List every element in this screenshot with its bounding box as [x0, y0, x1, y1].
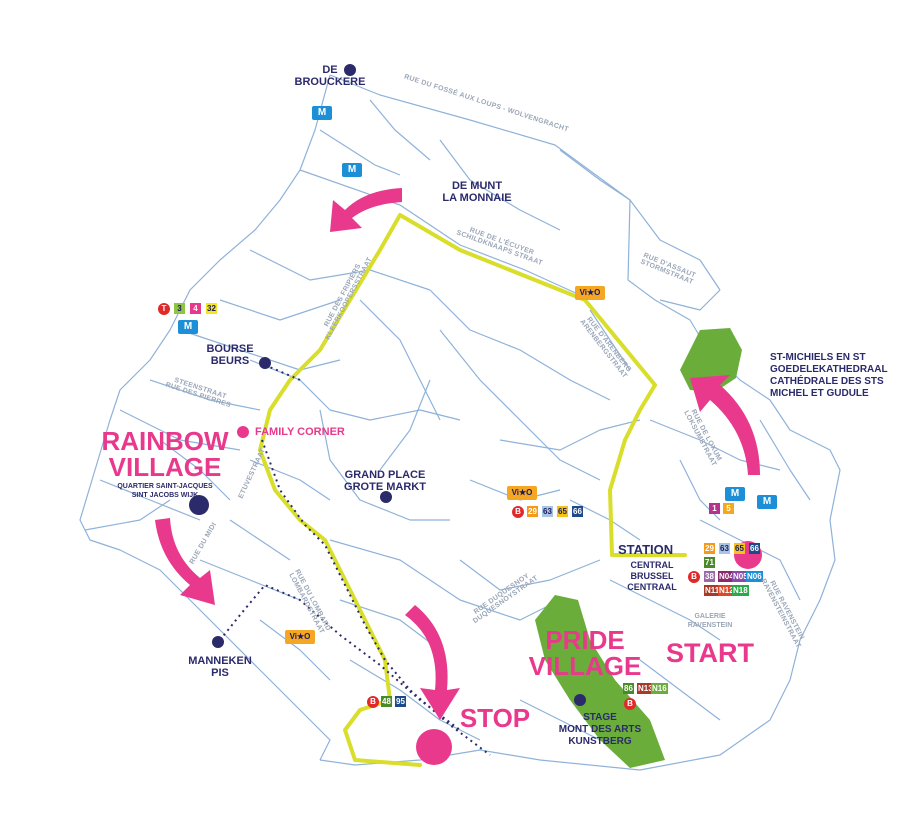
bus-icon: B [367, 696, 379, 708]
metro-line-badge: 1 [709, 503, 720, 514]
bus-line-badge: N18 [732, 585, 749, 596]
bus-line-badge: 71 [704, 557, 715, 568]
rainbow-village-dot [189, 495, 209, 515]
family-corner-label: FAMILY CORNER [255, 426, 345, 438]
start-label: START [666, 638, 754, 668]
bus-line-badge: N11 [704, 585, 721, 596]
pride-village-title: PRIDE VILLAGE [528, 625, 642, 681]
metro-de-brouckere-icon: M [312, 106, 332, 120]
bus-line-badge: N06 [746, 571, 763, 582]
station-label: STATION [618, 542, 674, 557]
rainbow-village-subtitle: QUARTIER SAINT-JACQUES SINT JACOBS WIJK [117, 483, 213, 499]
arrow-stop [405, 605, 460, 720]
bus-line-badge: 66 [749, 543, 760, 554]
bus-line-badge: 65 [734, 543, 745, 554]
bus-line-badge: 95 [395, 696, 406, 707]
tram-line-badge: 4 [190, 303, 201, 314]
bus-line-badge: 66 [572, 506, 583, 517]
bus-line-badge: 29 [704, 543, 715, 554]
bus-line-badge: 38 [704, 571, 715, 582]
de-munt-label: DE MUNT LA MONNAIE [442, 180, 512, 204]
bus-line-badge: 65 [557, 506, 568, 517]
bus-line-badge: N12 [718, 585, 735, 596]
bus-line-badge: 63 [542, 506, 553, 517]
rainbow-village-title: RAINBOW VILLAGE [101, 426, 229, 482]
bus-line-badge: 63 [719, 543, 730, 554]
bus-line-badge: 86 [623, 683, 634, 694]
tram-line-badge: 3 [174, 303, 185, 314]
bourse-label: BOURSE BEURS [206, 343, 254, 367]
arrow-cathedral [690, 375, 760, 475]
galerie-label: GALERIE RAVENSTEIN [687, 613, 733, 629]
villo-arenberg-icon: Vi★O [575, 286, 605, 300]
bourse-dot [259, 357, 271, 369]
metro-central-icon-1: M [725, 487, 745, 501]
grand-place-dot [380, 491, 392, 503]
stage-dot [574, 694, 586, 706]
metro-line-badge: 5 [723, 503, 734, 514]
metro-central-icon-2: M [757, 495, 777, 509]
bus-line-badge: N13 [637, 683, 654, 694]
pride-route [258, 213, 687, 767]
bus-icon: B [512, 506, 524, 518]
manneken-pis-label: MANNEKEN PIS [188, 655, 252, 679]
villo-lombard-icon: Vi★O [285, 630, 315, 644]
grand-place-label: GRAND PLACE GROTE MARKT [344, 469, 426, 493]
bus-icon: B [688, 571, 700, 583]
walking-paths [219, 364, 491, 756]
de-brouckere-dot [344, 64, 356, 76]
bus-line-badge: N16 [651, 683, 668, 694]
tram-line-badge: 32 [206, 303, 217, 314]
station-sub-label: CENTRAL BRUSSEL CENTRAAL [627, 560, 677, 592]
bus-line-badge: 48 [381, 696, 392, 707]
stop-circle [416, 729, 452, 765]
family-corner-dot [237, 426, 249, 438]
villo-grand-place-icon: Vi★O [507, 486, 537, 500]
arrow-rainbow [155, 518, 215, 605]
cathedral-label: ST-MICHIELS EN ST GOEDELEKATHEDRAAL CATH… [770, 352, 888, 399]
tram-icon: T [158, 303, 170, 315]
manneken-pis-dot [212, 636, 224, 648]
bus-line-badge: N04 [718, 571, 735, 582]
pink-arrows [155, 188, 760, 720]
bus-line-badge: N05 [732, 571, 749, 582]
arrow-de-munt [330, 188, 402, 232]
metro-bourse-icon: M [178, 320, 198, 334]
metro-de-munt-icon: M [342, 163, 362, 177]
de-brouckere-label: DE BROUCKERE [294, 64, 366, 88]
bus-icon: B [624, 698, 636, 710]
stop-label: STOP [459, 703, 531, 733]
mont-des-arts-park [535, 595, 665, 768]
stage-label: STAGE MONT DES ARTS KUNSTBERG [558, 712, 642, 747]
bus-line-badge: 29 [527, 506, 538, 517]
